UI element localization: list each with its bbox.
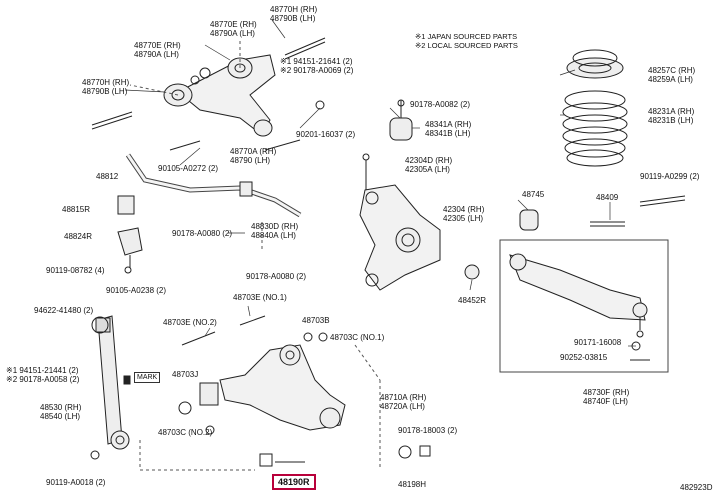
label-48824R[interactable]: 48824R <box>64 232 93 241</box>
diagram-id: 482923D <box>680 483 713 492</box>
label-bolt-lower[interactable]: ※1 94151-21441 (2)※2 90178-A0058 (2) <box>6 366 80 384</box>
label-48703B[interactable]: 48703B <box>302 316 330 325</box>
coil-spring <box>562 49 628 167</box>
leader-lines <box>129 40 381 471</box>
label-90178-mid2[interactable]: 90178-A0080 (2) <box>246 272 307 281</box>
label-90119-bottom[interactable]: 90119-A0018 (2) <box>46 478 106 487</box>
label-90178-18003[interactable]: 90178-18003 (2) <box>398 426 458 435</box>
label-48812[interactable]: 48812 <box>96 172 119 181</box>
label-48452R[interactable]: 48452R <box>458 296 487 305</box>
label-48703E-no1[interactable]: 48703E (NO.1) <box>233 293 287 302</box>
label-90178-082[interactable]: 90178-A0082 (2) <box>410 100 471 109</box>
label-48198H[interactable]: 48198H <box>398 480 427 489</box>
label-42304D[interactable]: 42304D (RH)42305A (LH) <box>405 156 453 174</box>
label-48703E-no2[interactable]: 48703E (NO.2) <box>163 318 217 327</box>
label-90105-mid[interactable]: 90105-A0238 (2) <box>106 286 167 295</box>
lower-arm-assembly <box>464 195 686 373</box>
note-japan: ※1 JAPAN SOURCED PARTS <box>415 32 518 41</box>
stabilizer-bar <box>117 153 302 274</box>
label-48770E-left[interactable]: 48770E (RH)48790A (LH) <box>134 41 181 59</box>
highlighted-part-48190R[interactable]: 48190R <box>272 474 316 490</box>
label-94622[interactable]: 94622-41480 (2) <box>34 306 94 315</box>
label-48409[interactable]: 48409 <box>596 193 619 202</box>
carrier-assembly <box>178 315 431 467</box>
label-48770A[interactable]: 48770A (RH)48790 (LH) <box>230 147 277 165</box>
label-48770E-top[interactable]: 48770E (RH)48790A (LH) <box>210 20 257 38</box>
label-48703C-no2[interactable]: 48703C (NO.2) <box>158 428 213 437</box>
label-90119-left[interactable]: 90119-08782 (4) <box>46 266 105 275</box>
label-48770H[interactable]: 48770H (RH)48790B (LH) <box>270 5 318 23</box>
label-48830D[interactable]: 48830D (RH)48840A (LH) <box>251 222 299 240</box>
label-42304[interactable]: 42304 (RH)42305 (LH) <box>443 205 485 223</box>
label-90171[interactable]: 90171-16008 <box>574 338 622 347</box>
label-bolt-upper[interactable]: ※1 94151-21641 (2)※2 90178-A0069 (2) <box>280 57 354 75</box>
label-48703C-no1[interactable]: 48703C (NO.1) <box>330 333 385 342</box>
knuckle <box>359 99 441 291</box>
label-48710A[interactable]: 48710A (RH)48720A (LH) <box>380 393 427 411</box>
label-90119-right[interactable]: 90119-A0299 (2) <box>640 172 700 181</box>
label-48257C[interactable]: 48257C (RH)48259A (LH) <box>648 66 696 84</box>
label-90201[interactable]: 90201-16037 (2) <box>296 130 356 139</box>
label-90178-mid[interactable]: 90178-A0080 (2) <box>172 229 233 238</box>
label-48231A[interactable]: 48231A (RH)48231B (LH) <box>648 107 695 125</box>
label-48770H-left[interactable]: 48770H (RH)48790B (LH) <box>82 78 130 96</box>
label-48703J[interactable]: 48703J <box>172 370 199 379</box>
mark-label: MARK <box>134 372 161 383</box>
note-local: ※2 LOCAL SOURCED PARTS <box>415 41 518 50</box>
label-48815R[interactable]: 48815R <box>62 205 91 214</box>
label-48530[interactable]: 48530 (RH)48540 (LH) <box>40 403 82 421</box>
label-90105-top[interactable]: 90105-A0272 (2) <box>158 164 219 173</box>
label-90252[interactable]: 90252-03815 <box>560 353 608 362</box>
label-leaders <box>124 19 636 347</box>
label-48341A[interactable]: 48341A (RH)48341B (LH) <box>425 120 472 138</box>
label-48730F[interactable]: 48730F (RH)48740F (LH) <box>583 388 630 406</box>
label-48745[interactable]: 48745 <box>522 190 545 199</box>
shock-absorber <box>90 315 131 460</box>
